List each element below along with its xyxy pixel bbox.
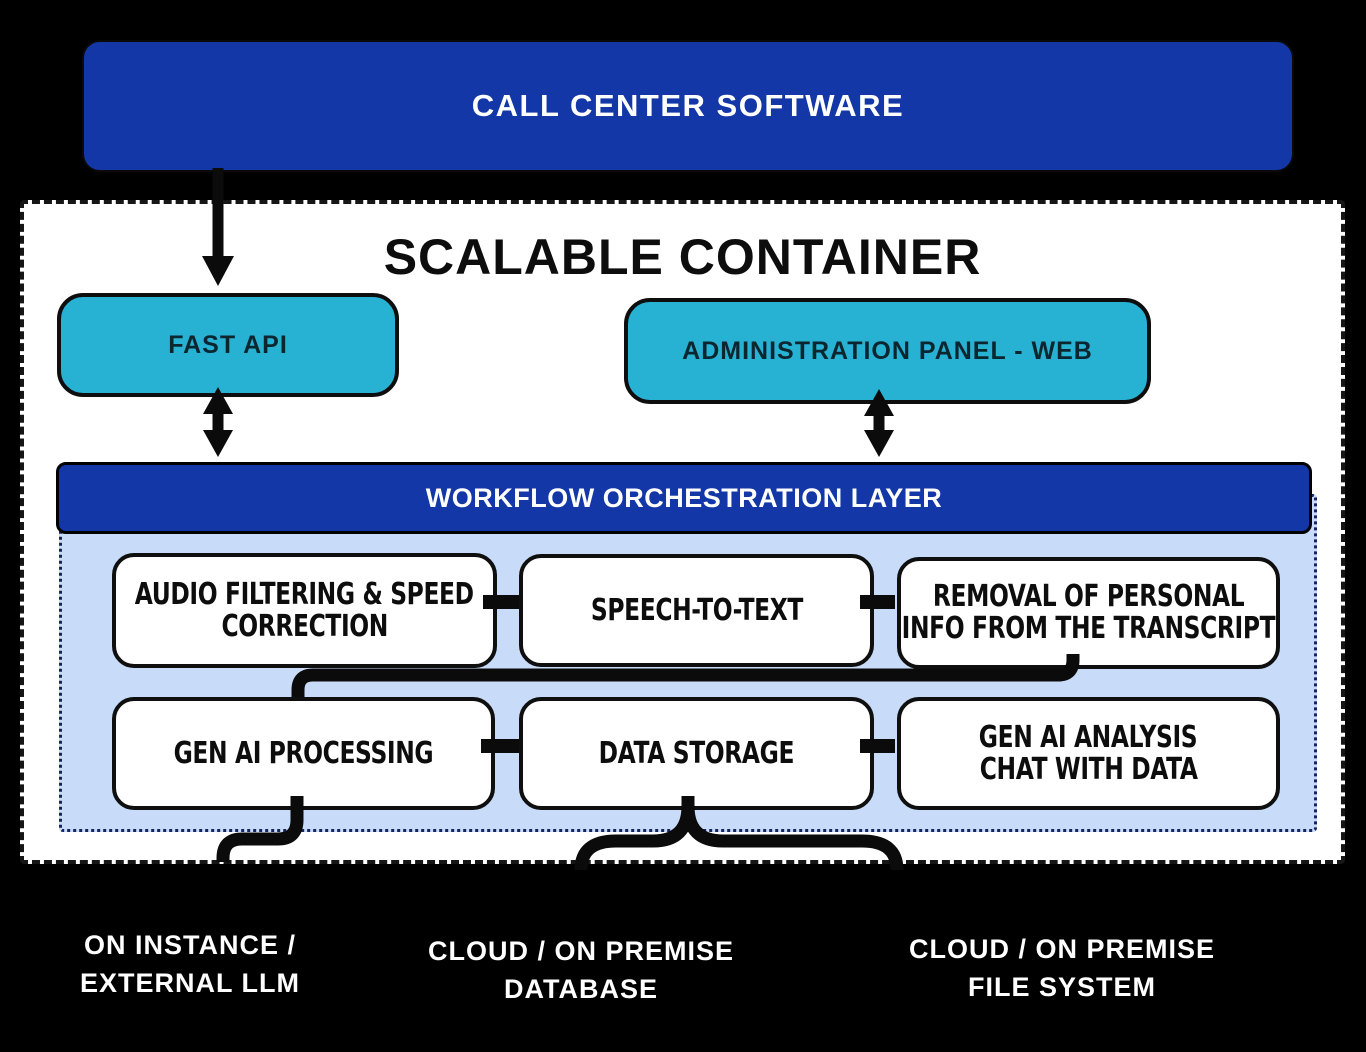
removal-personal-info-node: REMOVAL OF PERSONAL INFO FROM THE TRANSC… bbox=[897, 557, 1280, 669]
database-label: CLOUD / ON PREMISE DATABASE bbox=[411, 932, 751, 1009]
gen-ai-processing-label: GEN AI PROCESSING bbox=[173, 735, 434, 771]
file-system-label: CLOUD / ON PREMISE FILE SYSTEM bbox=[892, 930, 1232, 1007]
external-llm-label-line2: EXTERNAL LLM bbox=[80, 968, 300, 999]
audio-filtering-label-line1: AUDIO FILTERING & SPEED bbox=[135, 576, 474, 612]
workflow-orchestration-layer-label: WORKFLOW ORCHESTRATION LAYER bbox=[425, 482, 943, 513]
database-label-line2: DATABASE bbox=[504, 974, 658, 1005]
gen-ai-analysis-label-line2: CHAT WITH DATA bbox=[979, 751, 1198, 787]
scalable-container-title: SCALABLE CONTAINER bbox=[383, 229, 982, 285]
speech-to-text-label: SPEECH-TO-TEXT bbox=[590, 592, 803, 628]
removal-personal-info-label-line2: INFO FROM THE TRANSCRIPT bbox=[901, 611, 1276, 646]
call-center-software-node: CALL CENTER SOFTWARE bbox=[82, 40, 1294, 172]
administration-panel-node: ADMINISTRATION PANEL - WEB bbox=[624, 298, 1151, 404]
database-label-line1: CLOUD / ON PREMISE bbox=[427, 936, 735, 966]
fast-api-node: FAST API bbox=[57, 293, 399, 397]
speech-to-text-node: SPEECH-TO-TEXT bbox=[519, 554, 874, 667]
workflow-orchestration-layer-node: WORKFLOW ORCHESTRATION LAYER bbox=[56, 462, 1312, 534]
file-system-label-line1: CLOUD / ON PREMISE bbox=[908, 934, 1216, 964]
removal-personal-info-label-line1: REMOVAL OF PERSONAL bbox=[932, 579, 1245, 615]
audio-filtering-node: AUDIO FILTERING & SPEED CORRECTION bbox=[112, 553, 497, 668]
scalable-container: SCALABLE CONTAINER FAST API ADMINISTRATI… bbox=[20, 200, 1345, 864]
file-system-label-line2: FILE SYSTEM bbox=[967, 972, 1157, 1003]
gen-ai-analysis-label-line1: GEN AI ANALYSIS bbox=[979, 719, 1198, 755]
call-center-software-label: CALL CENTER SOFTWARE bbox=[471, 88, 905, 123]
data-storage-node: DATA STORAGE bbox=[519, 697, 874, 810]
gen-ai-processing-node: GEN AI PROCESSING bbox=[112, 697, 495, 810]
data-storage-label: DATA STORAGE bbox=[598, 735, 795, 771]
audio-filtering-label-line2: CORRECTION bbox=[221, 608, 388, 644]
gen-ai-analysis-node: GEN AI ANALYSIS CHAT WITH DATA bbox=[897, 697, 1280, 810]
external-llm-label: ON INSTANCE / EXTERNAL LLM bbox=[20, 926, 360, 1003]
administration-panel-label: ADMINISTRATION PANEL - WEB bbox=[682, 336, 1093, 365]
external-llm-label-line1: ON INSTANCE / bbox=[83, 930, 296, 960]
fast-api-label: FAST API bbox=[168, 330, 288, 359]
